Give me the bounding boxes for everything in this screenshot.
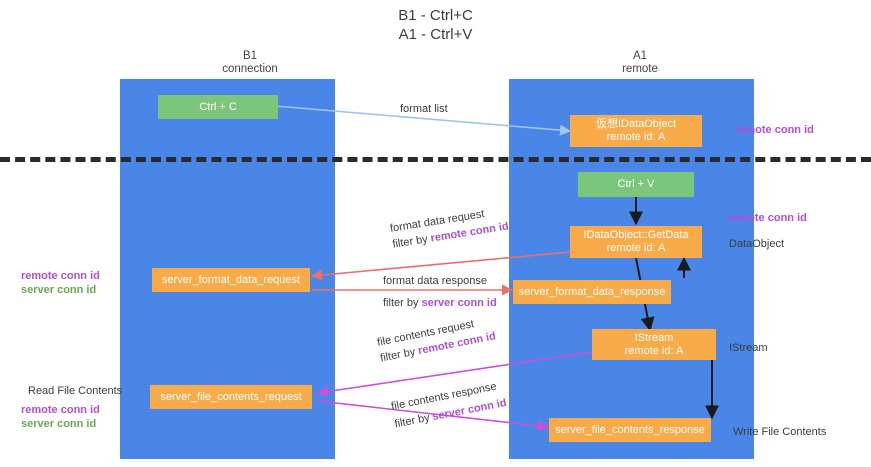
section-divider <box>0 157 871 162</box>
annotation-istream: IStream <box>729 342 768 354</box>
annotation-left-server-conn-id-2: server conn id <box>21 418 97 430</box>
annotation-left-remote-conn-id: remote conn id <box>21 270 100 282</box>
annotation-read-file-contents: Read File Contents <box>28 385 123 397</box>
label-format-data-response: format data response <box>383 275 487 287</box>
box-server-format-data-response[interactable]: server_format_data_response <box>513 280 671 304</box>
annotation-write-file-contents: Write File Contents <box>733 426 827 438</box>
filter-by-text-4: filter by <box>393 411 434 431</box>
filter-by-text-1: filter by <box>391 232 432 251</box>
annotation-dataobject: DataObject <box>729 238 785 250</box>
box-virtual-idataobject[interactable]: 仮想IDataObject remote id: A <box>570 115 702 147</box>
filter-by-text-2: filter by <box>383 297 422 309</box>
annotation-remote-conn-id-top: remote conn id <box>735 124 814 136</box>
column-header-b1: B1 connection <box>222 50 278 75</box>
box-ctrl-c[interactable]: Ctrl + C <box>158 95 278 119</box>
box-server-file-contents-response[interactable]: server_file_contents_response <box>549 418 711 442</box>
box-server-format-data-request[interactable]: server_format_data_request <box>152 268 310 292</box>
label-format-list: format list <box>400 103 448 115</box>
annotation-left-server-conn-id: server conn id <box>21 284 97 296</box>
server-conn-id-text-1: server conn id <box>421 297 497 309</box>
page-title: B1 - Ctrl+C A1 - Ctrl+V <box>398 7 473 43</box>
box-idataobject-getdata[interactable]: IDataObject::GetData remote id: A <box>570 226 702 258</box>
box-server-file-contents-request[interactable]: server_file_contents_request <box>150 385 312 409</box>
annotation-left-remote-conn-id-2: remote conn id <box>21 404 100 416</box>
box-ctrl-v[interactable]: Ctrl + V <box>578 172 694 197</box>
label-filter-by-server-conn-id-1: filter by server conn id <box>383 296 497 310</box>
box-istream[interactable]: IStream remote id: A <box>592 329 716 360</box>
annotation-remote-conn-id-mid: remote conn id <box>728 212 807 224</box>
column-header-a1: A1 remote <box>622 50 658 75</box>
